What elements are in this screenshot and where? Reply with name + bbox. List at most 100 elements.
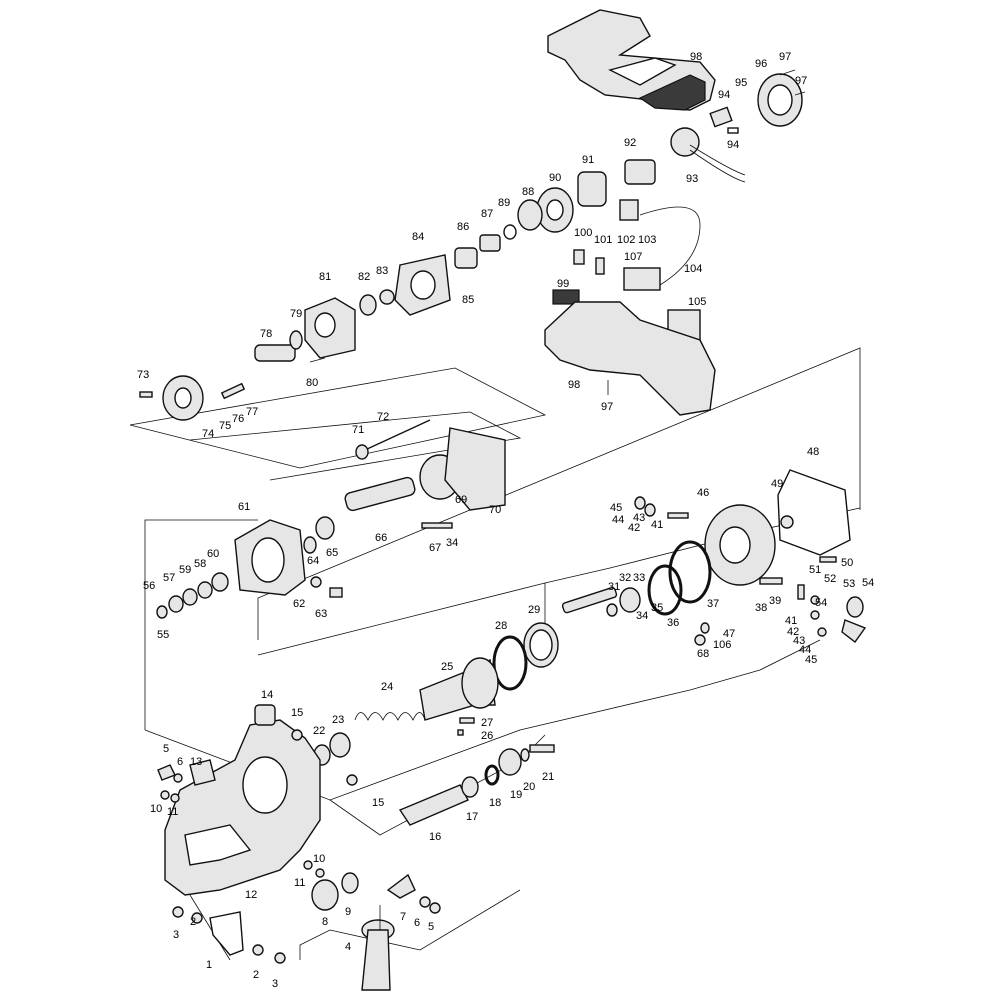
label-part-24: 24 bbox=[381, 681, 393, 693]
label-part-58: 58 bbox=[194, 558, 206, 570]
part-number-labels: 1 2 2 3 3 4 5 5 6 6 7 8 9 10 10 11 11 12… bbox=[137, 51, 874, 990]
label-part-80: 80 bbox=[306, 377, 318, 389]
label-part-92: 92 bbox=[624, 137, 636, 149]
label-part-17: 17 bbox=[466, 811, 478, 823]
label-part-15b: 15 bbox=[372, 797, 384, 809]
label-part-91: 91 bbox=[582, 154, 594, 166]
label-part-5b: 5 bbox=[428, 921, 434, 933]
label-part-43: 43 bbox=[633, 512, 645, 524]
label-part-3b: 3 bbox=[272, 978, 278, 990]
label-part-60: 60 bbox=[207, 548, 219, 560]
label-part-104: 104 bbox=[684, 263, 702, 275]
label-part-38: 38 bbox=[755, 602, 767, 614]
label-part-64: 64 bbox=[307, 555, 319, 567]
o-rings bbox=[492, 540, 712, 691]
label-part-37: 37 bbox=[707, 598, 719, 610]
label-part-96: 96 bbox=[755, 58, 767, 70]
label-part-79: 79 bbox=[290, 308, 302, 320]
label-part-52: 52 bbox=[824, 573, 836, 585]
label-part-59: 59 bbox=[179, 564, 191, 576]
label-part-66: 66 bbox=[375, 532, 387, 544]
gear-housing-parts bbox=[234, 419, 506, 596]
label-part-20: 20 bbox=[523, 781, 535, 793]
label-part-28: 28 bbox=[495, 620, 507, 632]
label-part-93: 93 bbox=[686, 173, 698, 185]
label-part-19: 19 bbox=[510, 789, 522, 801]
label-part-70: 70 bbox=[489, 504, 501, 516]
label-part-49: 49 bbox=[771, 478, 783, 490]
label-part-65: 65 bbox=[326, 547, 338, 559]
label-part-69: 69 bbox=[455, 494, 467, 506]
label-part-55: 55 bbox=[157, 629, 169, 641]
label-part-32: 32 bbox=[619, 572, 631, 584]
label-part-102: 102 bbox=[617, 234, 635, 246]
label-part-54: 54 bbox=[862, 577, 874, 589]
label-part-63: 63 bbox=[315, 608, 327, 620]
label-part-94: 94 bbox=[718, 89, 730, 101]
label-part-41b: 41 bbox=[785, 615, 797, 627]
label-part-11: 11 bbox=[167, 806, 178, 818]
label-part-47: 47 bbox=[723, 628, 735, 640]
label-part-15: 15 bbox=[291, 707, 303, 719]
label-part-3: 3 bbox=[173, 929, 179, 941]
label-part-97b: 97 bbox=[795, 75, 807, 87]
front-gear-parts bbox=[139, 297, 356, 421]
motor-assembly bbox=[577, 127, 746, 207]
label-part-50: 50 bbox=[841, 557, 853, 569]
label-part-33: 33 bbox=[633, 572, 645, 584]
label-part-34b: 34 bbox=[446, 537, 458, 549]
label-part-10b: 10 bbox=[313, 853, 325, 865]
label-part-11b: 11 bbox=[294, 877, 305, 889]
label-part-46: 46 bbox=[697, 487, 709, 499]
label-part-101: 101 bbox=[594, 234, 612, 246]
label-part-6: 6 bbox=[177, 756, 183, 768]
label-part-72: 72 bbox=[377, 411, 389, 423]
label-part-83: 83 bbox=[376, 265, 388, 277]
label-part-48: 48 bbox=[807, 446, 819, 458]
label-part-85: 85 bbox=[462, 294, 474, 306]
label-part-106: 106 bbox=[713, 639, 731, 651]
label-part-45b: 45 bbox=[805, 654, 817, 666]
front-small-parts bbox=[156, 572, 343, 619]
label-part-31: 31 bbox=[608, 581, 620, 593]
rear-cover-parts bbox=[561, 469, 867, 646]
label-part-94b: 94 bbox=[727, 139, 739, 151]
label-part-35: 35 bbox=[651, 602, 663, 614]
label-part-44: 44 bbox=[612, 514, 624, 526]
label-part-56: 56 bbox=[143, 580, 155, 592]
spindle-parts bbox=[313, 657, 499, 766]
label-part-88: 88 bbox=[522, 186, 534, 198]
label-part-82: 82 bbox=[358, 271, 370, 283]
label-part-90: 90 bbox=[549, 172, 561, 184]
label-part-107: 107 bbox=[624, 251, 642, 263]
label-part-26: 26 bbox=[481, 730, 493, 742]
label-part-77: 77 bbox=[246, 406, 258, 418]
label-part-75: 75 bbox=[219, 420, 231, 432]
label-part-7: 7 bbox=[400, 911, 406, 923]
label-part-5: 5 bbox=[163, 743, 169, 755]
label-part-42b: 42 bbox=[787, 626, 799, 638]
label-part-67: 67 bbox=[429, 542, 441, 554]
label-part-73: 73 bbox=[137, 369, 149, 381]
switch-parts bbox=[709, 69, 806, 134]
label-part-34: 34 bbox=[636, 610, 648, 622]
label-part-103: 103 bbox=[638, 234, 656, 246]
label-part-36: 36 bbox=[667, 617, 679, 629]
label-part-87: 87 bbox=[481, 208, 493, 220]
label-part-39: 39 bbox=[769, 595, 781, 607]
label-part-1: 1 bbox=[206, 959, 212, 971]
label-part-57: 57 bbox=[163, 572, 175, 584]
label-part-105: 105 bbox=[688, 296, 706, 308]
gear-parts bbox=[359, 187, 574, 316]
handle-half bbox=[544, 301, 716, 416]
label-part-10: 10 bbox=[150, 803, 162, 815]
label-part-68: 68 bbox=[697, 648, 709, 660]
label-part-81: 81 bbox=[319, 271, 331, 283]
label-part-76: 76 bbox=[232, 413, 244, 425]
label-part-13: 13 bbox=[190, 756, 202, 768]
label-part-45: 45 bbox=[610, 502, 622, 514]
label-part-44b: 44 bbox=[799, 644, 811, 656]
label-part-61: 61 bbox=[238, 501, 250, 513]
label-part-2: 2 bbox=[190, 916, 196, 928]
label-part-78: 78 bbox=[260, 328, 272, 340]
